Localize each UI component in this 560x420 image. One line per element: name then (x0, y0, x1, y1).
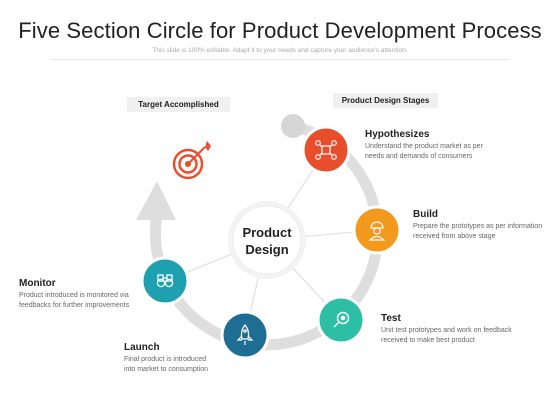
ring-start-knob (281, 114, 305, 138)
page-title: Five Section Circle for Product Developm… (18, 18, 542, 43)
binoculars-icon (156, 274, 174, 288)
stage-desc-line: Product introduced is monitored via (19, 292, 129, 299)
stage-title-test: Test (381, 313, 401, 324)
center-label-line2: Design (245, 242, 289, 257)
stage-desc-line: Unit test prototypes and work on feedbac… (381, 327, 512, 334)
stage-title-launch: Launch (124, 342, 160, 353)
test-circle (316, 295, 366, 345)
stage-desc-line: received from above stage (413, 232, 496, 240)
target-icon (172, 141, 211, 180)
worker-icon (368, 221, 386, 241)
cycle-arrow-head (136, 181, 176, 220)
target-accomplished-tag: Target Accomplished (127, 97, 230, 112)
stage-title-hypothesizes: Hypothesizes (365, 129, 430, 140)
stage-desc-line: Understand the product market as per (365, 143, 483, 150)
page-subtitle: This slide is 100% editable. Adapt it to… (152, 47, 408, 54)
stage-desc-line: Prepare the prototypes as per informatio… (413, 223, 543, 230)
stage-desc-launch: Final product is introduced into market … (124, 355, 208, 374)
monitor-circle (140, 256, 190, 306)
stage-desc-hypothesizes: Understand the product market as per nee… (365, 142, 483, 161)
network-icon (315, 140, 337, 160)
title-divider (50, 59, 510, 60)
stage-desc-monitor: Product introduced is monitored via feed… (19, 291, 129, 310)
stage-desc-line: feedbacks for further improvements (19, 301, 130, 309)
product-design-stages-tag: Product Design Stages (333, 93, 438, 108)
stage-desc-build: Prepare the prototypes as per informatio… (413, 222, 542, 241)
stage-desc-line: received to make best product (381, 336, 475, 344)
stage-circles (140, 125, 402, 360)
launch-circle (220, 310, 270, 360)
stage-desc-line: needs and demands of consumers (365, 152, 473, 160)
magnifier-icon (333, 311, 350, 328)
build-circle (352, 205, 402, 255)
center-label: Product Design (229, 224, 305, 258)
stage-title-monitor: Monitor (19, 278, 56, 289)
rocket-icon (236, 324, 254, 345)
center-label-line1: Product (242, 225, 292, 240)
hypothesizes-circle (301, 125, 351, 175)
stage-desc-line: Final product is introduced (124, 356, 207, 363)
stage-desc-test: Unit test prototypes and work on feedbac… (381, 326, 512, 345)
stage-desc-line: into market to consumption (124, 365, 209, 373)
stage-title-build: Build (413, 209, 438, 220)
